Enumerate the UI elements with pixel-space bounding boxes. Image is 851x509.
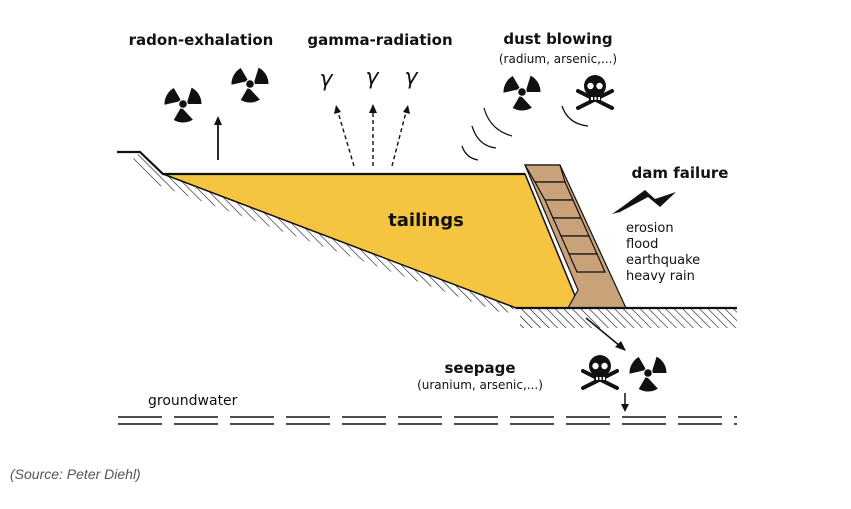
dam-cause: flood <box>626 237 658 252</box>
skull-crossbones-icon <box>576 73 614 110</box>
ground-right-hatch <box>520 308 737 328</box>
groundwater-label: groundwater <box>148 393 238 409</box>
dam-cause: heavy rain <box>626 269 695 284</box>
radiation-icon <box>498 72 542 117</box>
dust-label: dust blowing <box>503 30 612 48</box>
tailings-label: tailings <box>388 210 464 231</box>
dam-cause: erosion <box>626 221 674 236</box>
dam-failure-label: dam failure <box>632 164 729 182</box>
radiation-icon <box>226 64 270 109</box>
seepage-arrow <box>585 317 621 347</box>
groundwater-lines <box>118 416 737 425</box>
wind-arcs <box>461 105 589 161</box>
dust-sub-label: (radium, arsenic,...) <box>499 52 617 66</box>
dam <box>523 164 627 309</box>
radiation-icon <box>624 353 668 398</box>
radon-label: radon-exhalation <box>129 31 274 49</box>
skull-crossbones-icon <box>581 353 619 390</box>
radiation-icon <box>159 84 203 129</box>
gamma-symbol: γ <box>319 67 333 92</box>
ground-left-hatch <box>132 152 516 314</box>
gamma-arrows <box>337 111 407 167</box>
tailings-body <box>162 173 582 309</box>
source-caption: (Source: Peter Diehl) <box>10 466 141 482</box>
seepage-label: seepage <box>444 359 515 377</box>
dam-cause: earthquake <box>626 253 700 268</box>
gamma-symbol: γ <box>365 65 379 90</box>
gamma-symbol: γ <box>404 65 418 90</box>
gamma-label: gamma-radiation <box>307 31 452 49</box>
ground-line <box>117 150 525 176</box>
seepage-sub-label: (uranium, arsenic,...) <box>417 378 543 392</box>
lightning-icon <box>612 190 676 214</box>
